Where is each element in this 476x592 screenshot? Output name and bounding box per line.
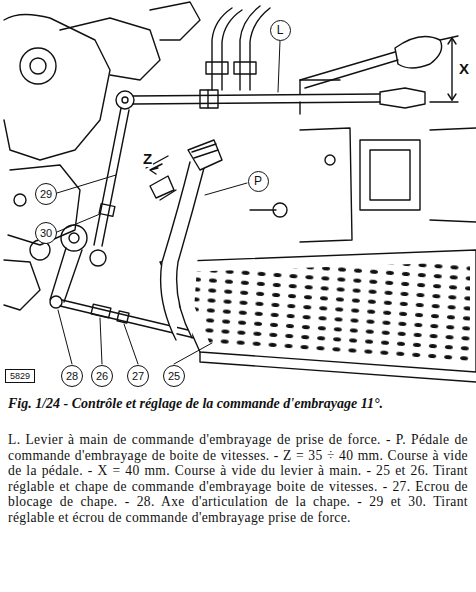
pto-tie-rod [90, 108, 129, 266]
hand-lever [116, 80, 425, 114]
callout-circle: 25 [163, 365, 185, 387]
leader-lines [57, 41, 280, 364]
callout-circle: 26 [91, 365, 113, 387]
callout-circle: 27 [127, 365, 149, 387]
callout-circle: 28 [61, 365, 83, 387]
callout-circle: 29 [35, 183, 57, 205]
dimension-label: X [458, 60, 470, 77]
callout-circle: 30 [35, 222, 57, 244]
callout-number: 30 [40, 228, 52, 239]
legend-text: L. Levier à main de commande d'embrayage… [8, 432, 468, 526]
clutch-pedal [146, 140, 222, 340]
clutch-illustration [0, 0, 476, 392]
figure-number-box: 5829 [5, 369, 35, 383]
callout-number: P [254, 175, 262, 187]
callout-number: L [277, 24, 284, 36]
callout-circle: L [270, 20, 291, 41]
cables [206, 6, 270, 90]
figure-caption: Fig. 1/24 - Contrôle et réglage de la co… [8, 396, 468, 412]
tractor-frame [250, 128, 476, 242]
callout-circle: P [248, 171, 269, 192]
callout-number: 27 [132, 371, 144, 382]
footboard [160, 250, 476, 382]
callout-number: 5829 [10, 372, 30, 381]
callout-number: 25 [168, 371, 180, 382]
callout-number: 28 [66, 371, 78, 382]
dimension-label: Z [142, 150, 153, 167]
callout-number: 26 [96, 371, 108, 382]
callout-number: 29 [40, 189, 52, 200]
gear-shift-lever [300, 36, 458, 102]
